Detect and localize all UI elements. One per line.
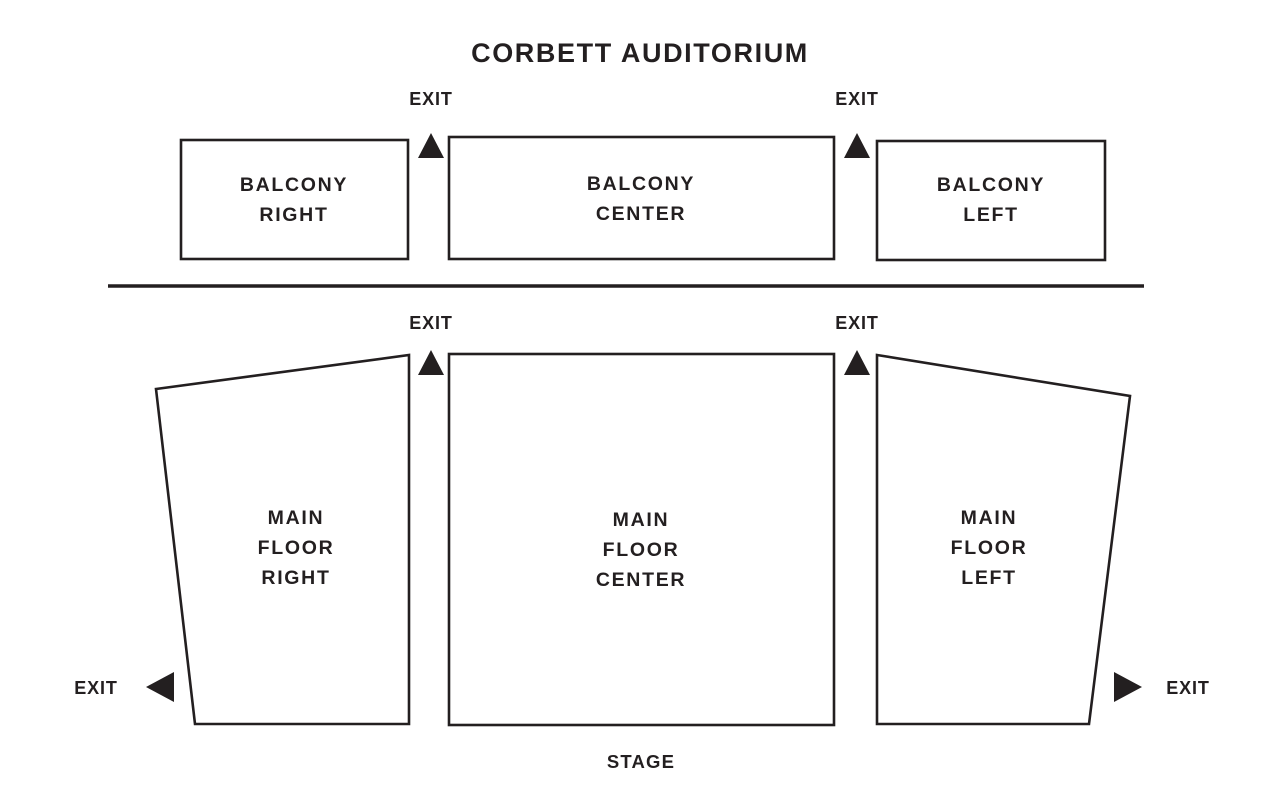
section-label-balcony-center-line1: BALCONY [587,173,695,195]
section-label-main-floor-right-line2: FLOOR [258,537,335,559]
exit-arrow-up-icon-main-right-aisle[interactable] [844,350,870,375]
section-balcony-left[interactable] [875,139,1107,262]
exit-arrow-left-icon-far-left[interactable] [146,672,174,702]
section-label-balcony-left-line1: BALCONY [937,174,1045,196]
section-label-main-floor-left-line2: FLOOR [951,537,1028,559]
exit-label-main-right-aisle: EXIT [835,313,879,333]
exit-arrow-up-icon-balcony-right-aisle[interactable] [844,133,870,158]
exit-label-balcony-right-aisle: EXIT [835,89,879,109]
exit-label-balcony-left-aisle: EXIT [409,89,453,109]
section-main-floor-left[interactable] [875,353,1132,726]
page-title: CORBETT AUDITORIUM [471,38,809,68]
section-label-main-floor-left-line1: MAIN [961,507,1018,529]
section-label-main-floor-center-line1: MAIN [613,509,670,531]
section-balcony-center[interactable] [447,135,836,261]
section-main-floor-right[interactable] [154,353,411,726]
section-label-main-floor-center-line2: FLOOR [603,539,680,561]
exit-arrow-up-icon-balcony-left-aisle[interactable] [418,133,444,158]
section-label-balcony-right-line2: RIGHT [259,204,328,226]
section-main-floor-center[interactable] [447,352,836,727]
section-label-main-floor-center-line3: CENTER [596,569,686,591]
section-balcony-right[interactable] [179,138,410,261]
section-label-balcony-center-line2: CENTER [596,203,686,225]
section-label-balcony-right-line1: BALCONY [240,174,348,196]
section-label-main-floor-left-line3: LEFT [961,567,1017,589]
exit-arrow-up-icon-main-left-aisle[interactable] [418,350,444,375]
section-label-main-floor-right-line1: MAIN [268,507,325,529]
exit-arrow-right-icon-far-right[interactable] [1114,672,1142,702]
exit-label-main-left-aisle: EXIT [409,313,453,333]
stage-label: STAGE [607,751,675,772]
exit-label-far-right: EXIT [1166,678,1210,698]
exit-label-far-left: EXIT [74,678,118,698]
section-label-balcony-left-line2: LEFT [963,204,1019,226]
section-label-main-floor-right-line3: RIGHT [261,567,330,589]
